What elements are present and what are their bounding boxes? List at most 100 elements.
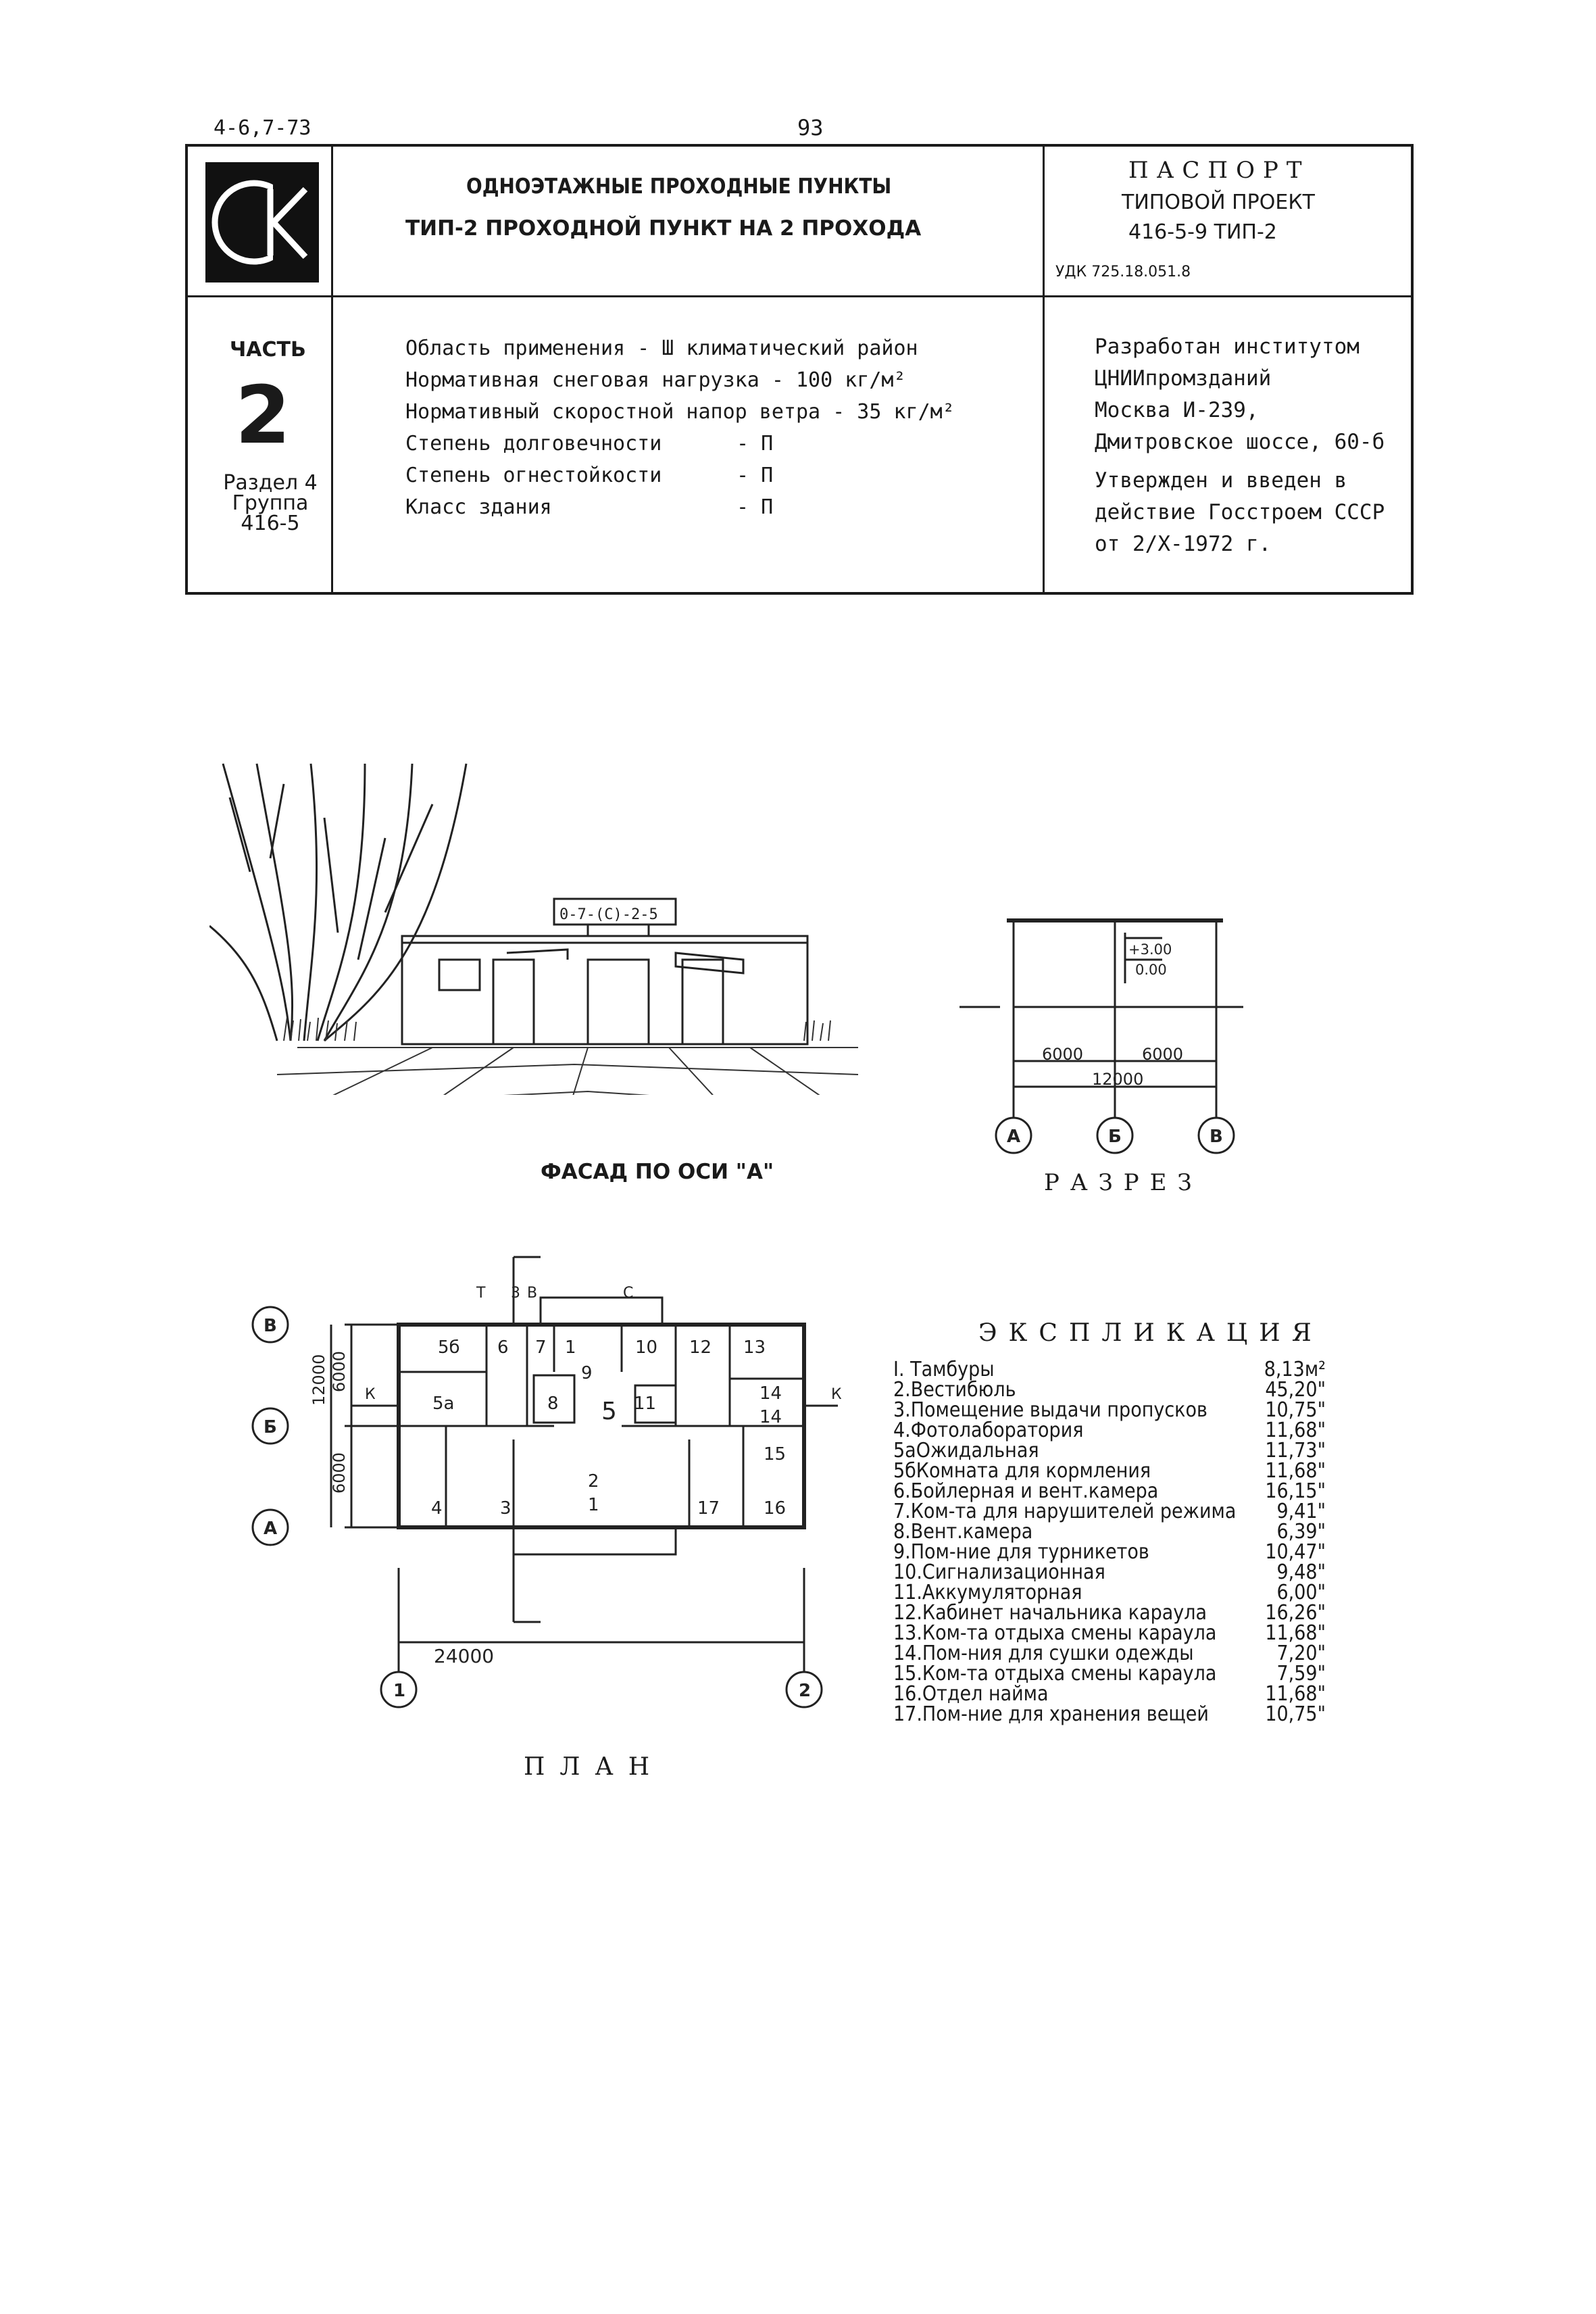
param-key: Область применения - Ш климатический рай… (405, 337, 918, 360)
room-label: 10 (635, 1337, 657, 1358)
param-key: Класс здания (405, 495, 552, 519)
room-label: 1 (588, 1495, 599, 1515)
plan-dim-total: 24000 (434, 1645, 494, 1667)
room-label: 14 (759, 1383, 782, 1404)
project-label: ТИПОВОЙ ПРОЕКТ (1122, 191, 1315, 214)
room-label: 12 (689, 1337, 712, 1358)
facade-drawing: 0-7-(С)-2-5 (209, 763, 858, 1095)
axis-row-label: Б (264, 1417, 277, 1437)
section-dim-right: 6000 (1142, 1045, 1183, 1064)
room-label: 15 (764, 1444, 786, 1464)
axis-b-label: Б (1108, 1127, 1122, 1147)
room-label: 1 (565, 1337, 576, 1358)
axis-col-label: 2 (799, 1681, 811, 1701)
room-label: 17 (697, 1498, 720, 1519)
room-label: 5а (432, 1394, 454, 1414)
plan-dim-vertical-top: 6000 (330, 1351, 349, 1392)
plan-drawing: 24000 12000 6000 6000 5б 6 7 1 10 12 13 … (251, 1256, 842, 1708)
room-label: 3 (500, 1498, 512, 1519)
developer-line: Разработан институтом (1095, 335, 1360, 359)
table-divider-left (331, 147, 333, 592)
udk-code: УДК 725.18.051.8 (1055, 264, 1191, 280)
section-dim-total: 12000 (1092, 1070, 1143, 1089)
title-line-1: ОДНОЭТАЖНЫЕ ПРОХОДНЫЕ ПУНКТЫ (466, 174, 892, 199)
axis-a-label: А (1007, 1127, 1020, 1147)
room-label: 5 (601, 1398, 617, 1425)
facade-caption: ФАСАД ПО ОСИ "А" (541, 1160, 774, 1184)
section-group: Раздел 4 Группа 416-5 (213, 473, 328, 534)
sk-logo (205, 162, 319, 282)
room-label: 6 (497, 1337, 509, 1358)
axis-v-label: В (1210, 1127, 1223, 1147)
param-value: - П (737, 495, 774, 519)
passport-heading: ПАСПОРТ (1128, 157, 1310, 184)
param-key: Нормативная снеговая нагрузка - 100 кг/м… (405, 368, 906, 392)
section-caption: РАЗРЕЗ (1044, 1169, 1203, 1196)
developer-line: действие Госстроем СССР (1095, 500, 1385, 524)
cut-mark-label: С (623, 1285, 633, 1302)
plan-caption: ПЛАН (524, 1753, 665, 1781)
plan-dim-vertical-total: 12000 (309, 1354, 328, 1406)
developer-line: Москва И-239, (1095, 398, 1259, 422)
room-label: 14 (759, 1407, 782, 1427)
developer-info: Разработан институтом ЦНИИпромзданий Мос… (1095, 331, 1385, 560)
cut-mark-label: Т (476, 1285, 486, 1302)
param-key: Нормативный скоростной напор ветра - 35 … (405, 400, 955, 424)
room-label: 9 (581, 1363, 593, 1383)
part-number: 2 (235, 368, 291, 462)
page-number: 93 (797, 115, 824, 141)
section-drawing: +3.00 0.00 6000 6000 12000 А Б В (959, 918, 1243, 1154)
axis-col-label: 1 (393, 1681, 405, 1701)
param-value: - П (737, 432, 774, 456)
room-label: 11 (634, 1394, 656, 1414)
section-label: Раздел 4 (223, 471, 318, 495)
cut-mark-label: В (527, 1285, 537, 1302)
level-top: +3.00 (1128, 941, 1172, 958)
group-label: Группа (232, 491, 309, 515)
project-number: 416-5-9 ТИП-2 (1128, 220, 1277, 244)
sk-logo-icon (211, 176, 308, 270)
room-label: 13 (743, 1337, 766, 1358)
passport-table (185, 144, 1414, 595)
part-label: ЧАСТЬ (230, 338, 306, 362)
param-key: Степень долговечности (405, 432, 662, 456)
room-label: 2 (588, 1471, 599, 1492)
axis-row-label: А (264, 1519, 277, 1539)
facade-sign: 0-7-(С)-2-5 (559, 906, 658, 923)
plan-dim-vertical-bottom: 6000 (330, 1452, 349, 1494)
cut-mark-label: 3 (511, 1285, 520, 1302)
group-code: 416-5 (241, 512, 300, 535)
series-code: 4-6,7-73 (214, 116, 311, 140)
room-label: 8 (547, 1394, 559, 1414)
explication-title: ЭКСПЛИКАЦИЯ (978, 1319, 1323, 1347)
developer-line: от 2/X-1972 г. (1095, 532, 1272, 556)
level-floor: 0.00 (1135, 962, 1167, 978)
room-label: 5б (438, 1337, 460, 1358)
room-label: 4 (431, 1498, 443, 1519)
title-line-2: ТИП-2 ПРОХОДНОЙ ПУНКТ НА 2 ПРОХОДА (405, 216, 922, 241)
developer-line: Дмитровское шоссе, 60-б (1095, 430, 1385, 454)
developer-line: ЦНИИпромзданий (1095, 366, 1272, 391)
room-label: 16 (764, 1498, 786, 1519)
cut-mark-label: К (365, 1386, 376, 1403)
table-divider-right (1043, 147, 1045, 592)
cut-mark-label: К (831, 1386, 842, 1403)
